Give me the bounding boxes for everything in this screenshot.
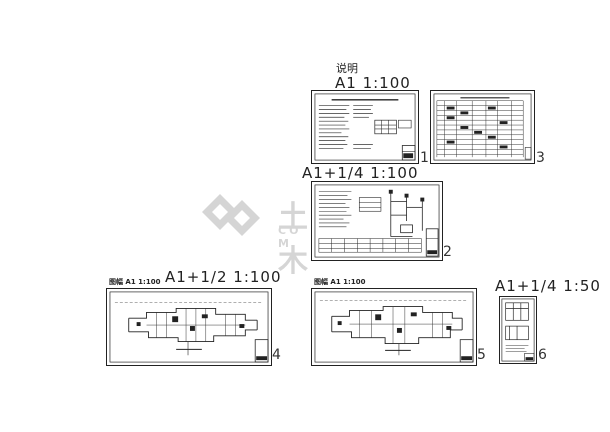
scale-label-sheet-4: A1+1/2 1:100 [165, 268, 282, 286]
watermark-diamond-icon [202, 194, 260, 236]
sheet-number-6: 6 [538, 347, 547, 363]
scale-label-sheet-6: A1+1/4 1:50 [495, 277, 601, 295]
sheet-number-2: 2 [443, 244, 452, 260]
watermark-subtext: CO M [278, 224, 302, 250]
sheet-4-title: 图幅 A1 1:100 [109, 278, 161, 286]
drawing-sheet-5[interactable]: 图幅 A1 1:100 [311, 279, 477, 366]
drawing-sheet-2[interactable] [311, 181, 443, 261]
sheet-number-1: 1 [420, 150, 429, 166]
watermark-text: 土木 [278, 200, 310, 279]
sheet-5-content [314, 291, 474, 363]
drawing-sheet-3[interactable] [430, 90, 535, 164]
drawing-sheet-4[interactable]: 图幅 A1 1:100 [106, 279, 272, 366]
watermark-logo: 土木 CO M [198, 190, 308, 279]
scale-label-sheet-2: A1+1/4 1:100 [302, 164, 419, 182]
sheet-4-content [109, 291, 269, 363]
sheet-2-content [314, 184, 440, 258]
sheet-1-content [314, 93, 416, 161]
sheet-number-5: 5 [477, 347, 486, 363]
sheet-number-4: 4 [272, 347, 281, 363]
drawing-sheet-6[interactable] [499, 296, 537, 364]
scale-label-sheet-1: A1 1:100 [335, 74, 411, 92]
sheet-number-3: 3 [536, 150, 545, 166]
sheet-5-title: 图幅 A1 1:100 [314, 278, 366, 286]
sheet-6-content [501, 298, 535, 362]
notes-title: 说明 [336, 62, 358, 75]
drawing-sheet-1[interactable] [311, 90, 419, 164]
sheet-3-content [433, 93, 532, 161]
